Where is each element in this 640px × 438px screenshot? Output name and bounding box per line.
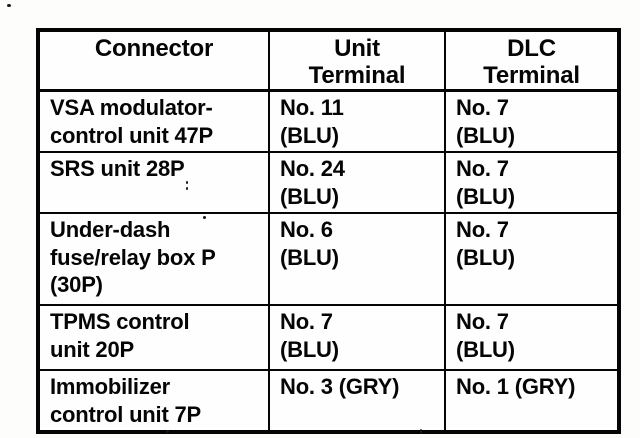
table-row-under-dash-fuse-relay-box: Under-dash fuse/relay box P (30P) No. 6 … — [37, 212, 620, 306]
table-row-vsa-modulator: VSA modulator- control unit 47P No. 11 (… — [37, 89, 620, 153]
connector-terminal-table: Connector Unit Terminal DLC Terminal VSA… — [36, 28, 621, 434]
unit-terminal-cell: No. 3 (GRY) — [268, 369, 446, 433]
connector-cell: VSA modulator- control unit 47P — [37, 89, 270, 153]
dlc-terminal-cell: No. 7 (BLU) — [444, 304, 620, 371]
scan-speck — [420, 429, 422, 434]
table-header-row: Connector Unit Terminal DLC Terminal — [37, 29, 620, 92]
connector-cell: TPMS control unit 20P — [37, 304, 270, 371]
table-row-tpms-control-unit: TPMS control unit 20P No. 7 (BLU) No. 7 … — [37, 304, 620, 371]
unit-terminal-cell: No. 11 (BLU) — [268, 89, 446, 153]
col-header-dlc-terminal: DLC Terminal — [444, 29, 620, 92]
unit-terminal-cell: No. 24 (BLU) — [268, 151, 446, 214]
unit-terminal-cell: No. 7 (BLU) — [268, 304, 446, 371]
scan-speck — [7, 4, 11, 7]
dlc-terminal-cell: No. 1 (GRY) — [444, 369, 620, 433]
scan-speck — [186, 181, 188, 184]
connector-cell: Under-dash fuse/relay box P (30P) — [37, 212, 270, 306]
col-header-connector: Connector — [37, 29, 270, 92]
col-header-unit-terminal: Unit Terminal — [268, 29, 446, 92]
connector-cell: SRS unit 28P — [37, 151, 270, 214]
unit-terminal-cell: No. 6 (BLU) — [268, 212, 446, 306]
table-row-immobilizer-control-unit: Immobilizer control unit 7P No. 3 (GRY) … — [37, 369, 620, 433]
connector-cell: Immobilizer control unit 7P — [37, 369, 270, 433]
scan-speck — [186, 187, 188, 190]
dlc-terminal-cell: No. 7 (BLU) — [444, 212, 620, 306]
dlc-terminal-cell: No. 7 (BLU) — [444, 89, 620, 153]
scan-speck — [166, 430, 169, 433]
dlc-terminal-cell: No. 7 (BLU) — [444, 151, 620, 214]
scan-speck — [203, 216, 206, 219]
table-row-srs-unit: SRS unit 28P No. 24 (BLU) No. 7 (BLU) — [37, 151, 620, 214]
